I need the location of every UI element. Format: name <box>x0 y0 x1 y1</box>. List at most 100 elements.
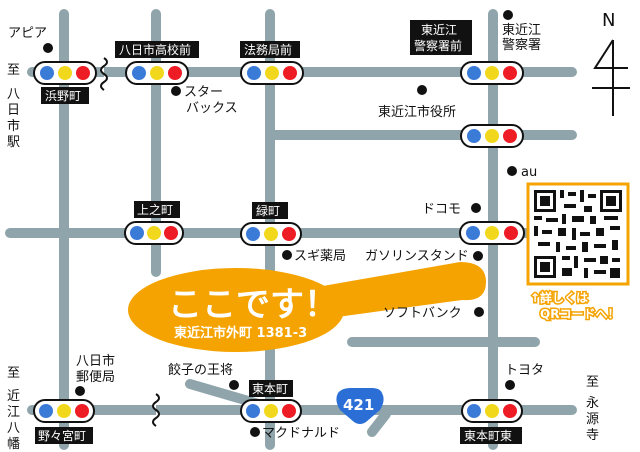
intersection-labels: 浜野町 八日市高校前 法務局前 東近江 警察署前 上之町 緑町 野々宮町 <box>35 20 522 444</box>
signal-red-light <box>504 226 518 240</box>
svg-text:ソフトバンク: ソフトバンク <box>383 306 462 321</box>
signal-blue-light <box>130 226 144 240</box>
svg-text:源: 源 <box>586 412 599 427</box>
signal-blue-light <box>39 404 53 418</box>
signal-blue-light <box>132 66 146 80</box>
poi-dot <box>171 86 181 96</box>
signal-yokaichi-koko <box>125 61 189 85</box>
svg-text:八: 八 <box>7 87 20 102</box>
poi-dot <box>417 85 427 95</box>
qr-code-block[interactable]: ↑詳しくは QRコードへ！ <box>526 182 630 323</box>
label-higashimoto: 東本町 <box>249 380 293 397</box>
here-callout: ここです！ 東近江市外町 1381-3 <box>128 262 486 352</box>
signal-blue-light <box>246 404 260 418</box>
svg-text:駅: 駅 <box>7 135 20 150</box>
poi-sugi: スギ薬局 <box>282 249 346 264</box>
svg-text:上之町: 上之町 <box>137 203 173 217</box>
qr-code-icon <box>534 190 622 278</box>
poi-dot <box>43 43 53 53</box>
signal-blue-light <box>467 129 481 143</box>
signal-red-light <box>503 404 517 418</box>
signal-blue-light <box>467 66 481 80</box>
poi-gasstation: ガソリンスタンド <box>365 249 483 264</box>
poi-dot <box>282 250 292 260</box>
signal-yellow-light <box>147 226 161 240</box>
signal-yellow-light <box>57 404 71 418</box>
road-break-top <box>100 57 108 91</box>
poi-dot <box>229 380 239 390</box>
compass-arrow-icon <box>592 39 630 116</box>
signal-yellow-light <box>485 404 499 418</box>
label-midorimachi: 緑町 <box>252 202 288 219</box>
signal-red-light <box>164 226 178 240</box>
poi-dot <box>507 166 517 176</box>
here-bubble <box>128 268 344 352</box>
poi-softbank: ソフトバンク <box>383 306 484 321</box>
poi-dot <box>471 203 481 213</box>
signal-midorimachi <box>240 222 302 246</box>
road-diag-421 <box>367 409 391 437</box>
direction-west-bottom: 至 近 江 八 幡 <box>7 366 20 452</box>
svg-text:市: 市 <box>7 118 20 134</box>
here-location-dot <box>449 264 485 300</box>
qr-caption-line1: ↑詳しくは <box>530 290 588 305</box>
direction-west-top: 至 八 日 市 駅 <box>7 63 20 150</box>
signal-higashimoto <box>240 399 302 423</box>
signal-yellow-light <box>264 227 278 241</box>
poi-dot <box>503 10 513 20</box>
poi-starbucks: スター バックス <box>171 85 238 116</box>
poi-dot <box>75 386 85 396</box>
poi-dot <box>474 307 484 317</box>
signal-homukyoku <box>240 61 304 85</box>
svg-text:東近江: 東近江 <box>502 22 541 38</box>
signal-yellow-light <box>485 66 499 80</box>
poi-dot <box>473 251 483 261</box>
svg-text:スター: スター <box>184 85 223 100</box>
signal-red-light <box>283 66 297 80</box>
svg-text:餃子の王将: 餃子の王将 <box>168 362 233 378</box>
signal-kaminocho <box>124 221 184 245</box>
svg-text:東近江: 東近江 <box>421 23 457 37</box>
svg-text:アピア: アピア <box>8 26 47 41</box>
points-of-interest: アピア スター バックス 東近江 警察署 東近江市役所 au ドコモ スギ薬局 <box>8 10 544 441</box>
signal-blue-light <box>246 227 260 241</box>
svg-text:東本町: 東本町 <box>252 382 288 396</box>
svg-text:スギ薬局: スギ薬局 <box>294 249 346 264</box>
svg-text:野々宮町: 野々宮町 <box>38 428 86 443</box>
label-hamano: 浜野町 <box>41 87 89 104</box>
route-421-shield: 421 <box>336 388 384 424</box>
signal-nonomiya <box>33 399 95 423</box>
signal-yellow-light <box>150 66 164 80</box>
label-yokaichi-koko: 八日市高校前 <box>115 41 199 58</box>
label-kaminocho: 上之町 <box>134 201 180 218</box>
signal-shiyakusho <box>460 124 524 148</box>
svg-text:永: 永 <box>586 396 599 411</box>
svg-text:法務局前: 法務局前 <box>244 42 292 57</box>
svg-text:寺: 寺 <box>586 428 599 443</box>
signal-keisatsusho <box>460 61 524 85</box>
svg-text:日: 日 <box>7 103 20 118</box>
poi-apia: アピア <box>8 26 53 53</box>
svg-text:緑町: 緑町 <box>256 203 280 218</box>
svg-text:ガソリンスタンド: ガソリンスタンド <box>365 249 469 264</box>
svg-text:八日市: 八日市 <box>76 353 115 369</box>
here-title: ここです！ <box>168 285 338 325</box>
route-shield-shape <box>336 388 384 424</box>
svg-text:至: 至 <box>586 375 599 390</box>
svg-text:江: 江 <box>7 405 20 420</box>
label-homukyoku: 法務局前 <box>240 41 300 58</box>
signal-red-light <box>76 66 90 80</box>
poi-docomo: ドコモ <box>422 202 481 217</box>
route-number: 421 <box>343 396 374 414</box>
here-bubble-tail <box>300 262 486 318</box>
signal-red-light <box>168 66 182 80</box>
signal-yellow-light <box>58 66 72 80</box>
signal-higashimoto-higashi <box>461 399 523 423</box>
svg-text:東近江市役所: 東近江市役所 <box>378 104 456 120</box>
poi-post-office: 八日市 郵便局 <box>75 353 115 396</box>
signal-blue-light <box>467 404 481 418</box>
poi-au: au <box>507 165 537 180</box>
svg-text:至: 至 <box>7 63 20 78</box>
svg-text:近: 近 <box>7 389 20 404</box>
label-nonomiya: 野々宮町 <box>35 427 93 444</box>
